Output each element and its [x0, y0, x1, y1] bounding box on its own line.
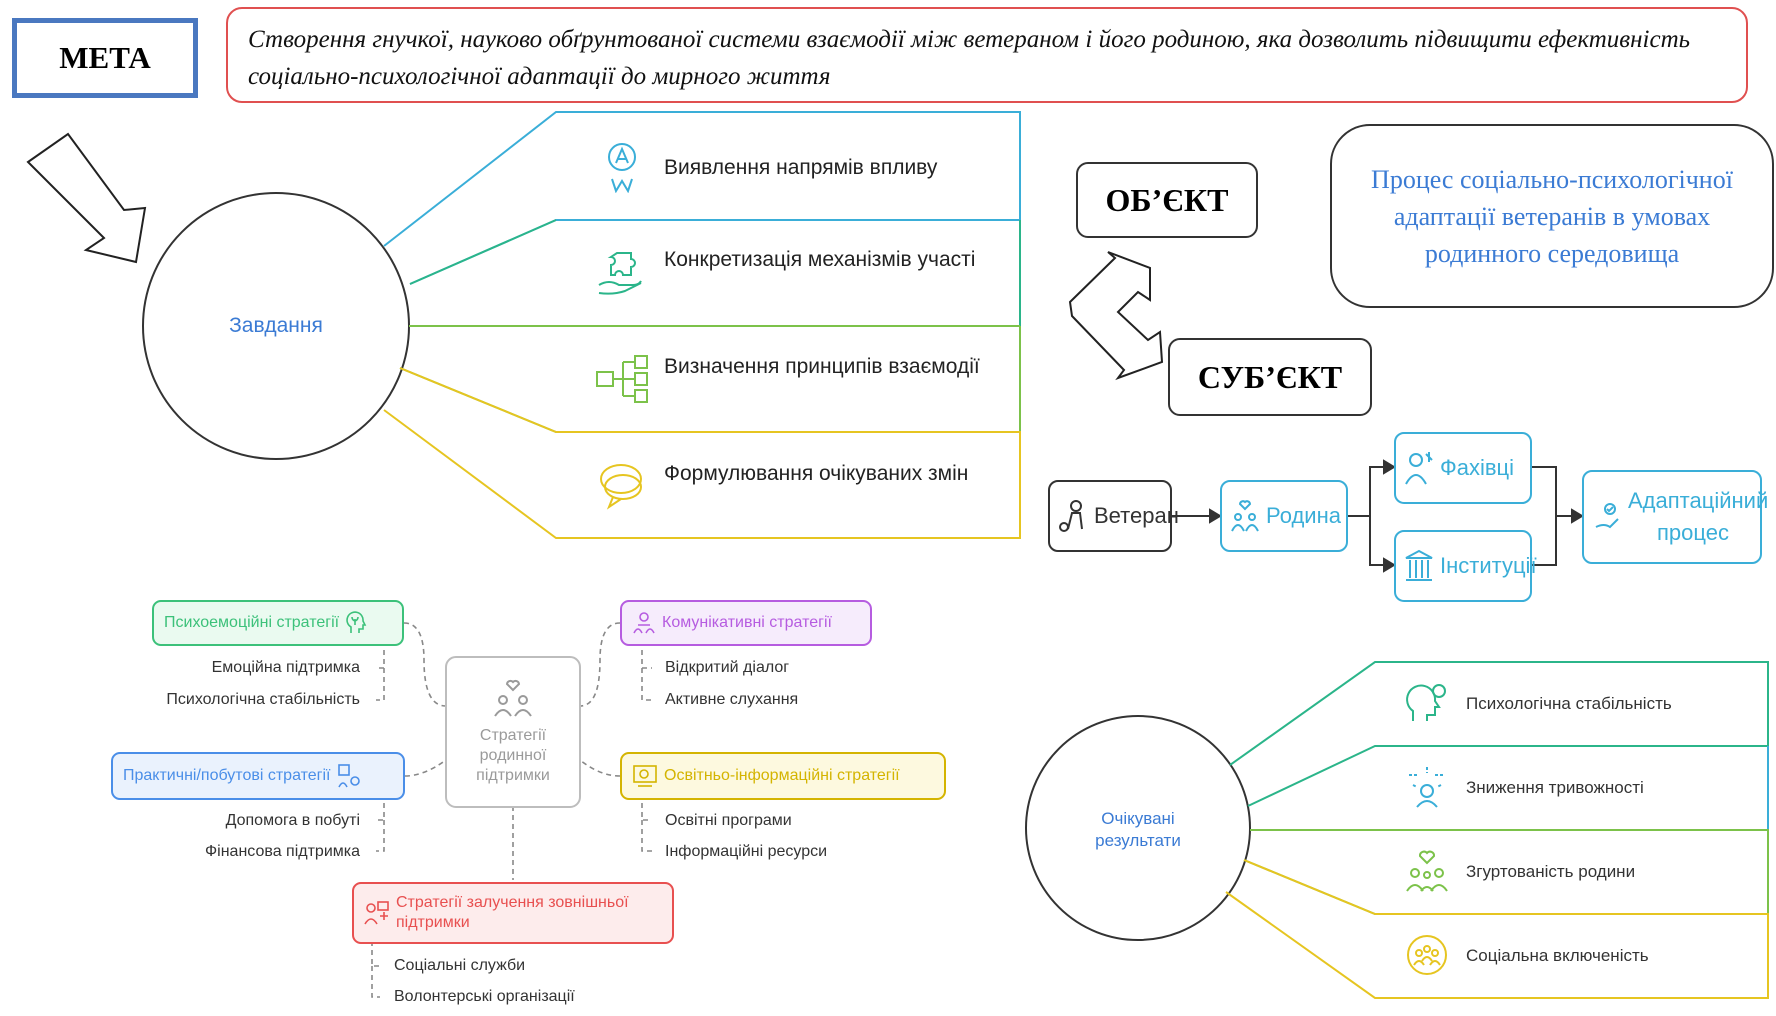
strategy-communicative-item-2: Активне слухання	[665, 691, 799, 708]
strategy-practical-title: Практичні/побутові стратегії	[123, 767, 331, 784]
strategies-center-box	[445, 656, 581, 808]
result-label-1: Психологічна стабільність	[1466, 694, 1672, 713]
result-label-4: Соціальна включеність	[1466, 946, 1649, 965]
family-icon	[1230, 499, 1260, 533]
specialists-icon	[1404, 450, 1434, 486]
strategy-psychoemotional: Психоемоційні стратегії	[152, 600, 404, 646]
strategy-educational-title: Освітньо-інформаційні стратегії	[664, 767, 900, 784]
strategy-educational-item-1: Освітні програми	[665, 812, 792, 829]
flow-institutions: Інституції	[1394, 530, 1537, 602]
task-label-2: Конкретизація механізмів участі	[664, 248, 976, 271]
flow-family-label: Родина	[1266, 503, 1341, 528]
object-label: ОБ’ЄКТ	[1076, 162, 1258, 238]
tasks-center-label: Завдання	[229, 314, 323, 337]
task-label-4: Формулювання очікуваних змін	[664, 462, 969, 485]
strategies-center-label: Стратегії родинної підтримки	[476, 727, 550, 784]
flow-specialists-label: Фахівці	[1440, 455, 1515, 480]
result-band-1	[1229, 661, 1769, 807]
flow-adaptation-label: Адаптаційний процес	[1628, 488, 1769, 545]
strategies-center: Стратегії родинної підтримки	[446, 657, 580, 807]
strategy-psychoemotional-item-2: Психологічна стабільність	[166, 691, 360, 708]
household-icon	[337, 763, 361, 789]
support-group-icon	[491, 678, 535, 718]
head-plant-icon	[345, 611, 367, 635]
result-label-2: Зниження тривожності	[1466, 778, 1644, 797]
goal-text: Створення гнучкої, науково обґрунтованої…	[226, 7, 1748, 103]
family-heart-icon	[1404, 848, 1450, 894]
communication-icon	[632, 611, 656, 635]
results-circle	[1025, 715, 1251, 941]
flow-veteran: Ветеран	[1048, 480, 1179, 552]
education-icon	[632, 764, 658, 788]
strategy-external-support-item-1: Соціальні служби	[394, 957, 526, 974]
task-label-1: Виявлення напрямів впливу	[664, 156, 938, 179]
flow-specialists: Фахівці	[1394, 432, 1532, 504]
flow-family: Родина	[1220, 480, 1348, 552]
speech-bubbles-icon	[596, 458, 650, 512]
compass-icon	[600, 140, 644, 194]
task-label-3: Визначення принципів взаємодії	[664, 355, 980, 378]
result-band-4	[1225, 859, 1769, 999]
strategy-practical: Практичні/побутові стратегії	[111, 752, 405, 800]
flow-veteran-label: Ветеран	[1094, 503, 1179, 528]
result-label-3: Згуртованість родини	[1466, 862, 1636, 881]
task-band-2-top	[409, 219, 557, 285]
object-description: Процес соціально-психологічної адаптації…	[1330, 124, 1774, 308]
veteran-icon	[1058, 499, 1088, 533]
adaptation-icon	[1592, 499, 1622, 535]
strategy-external-support-item-2: Волонтерські організації	[394, 988, 575, 1005]
inclusion-icon	[1404, 932, 1450, 978]
strategy-educational: Освітньо-інформаційні стратегії	[620, 752, 946, 800]
mind-icon	[1404, 680, 1450, 726]
hand-puzzle-icon	[594, 246, 648, 300]
calm-icon	[1404, 764, 1450, 810]
strategy-communicative-title: Комунікативні стратегії	[662, 614, 832, 631]
subject-label: СУБ’ЄКТ	[1168, 338, 1372, 416]
strategy-practical-item-2: Фінансова підтримка	[205, 843, 360, 860]
strategy-educational-item-2: Інформаційні ресурси	[665, 843, 828, 860]
strategy-practical-item-1: Допомога в побуті	[225, 812, 360, 829]
flow-adaptation: Адаптаційний процес	[1582, 470, 1769, 564]
flow-institutions-label: Інституції	[1440, 553, 1537, 578]
task-band-4	[383, 367, 1021, 539]
goal-label: МЕТА	[12, 18, 198, 98]
object-subject-arrow	[1068, 251, 1164, 381]
task-band-2	[409, 220, 1021, 327]
strategy-external-support-title: Стратегії залучення зовнішньої підтримки	[396, 894, 629, 931]
strategy-connectors	[371, 622, 652, 998]
strategy-communicative-item-1: Відкритий діалог	[665, 659, 790, 676]
strategy-psychoemotional-item-1: Емоційна підтримка	[211, 659, 360, 676]
external-support-icon	[364, 900, 390, 926]
strategy-psychoemotional-title: Психоемоційні стратегії	[164, 614, 340, 631]
flow-connectors	[1172, 459, 1584, 573]
institution-icon	[1404, 548, 1434, 584]
strategy-communicative: Комунікативні стратегії	[620, 600, 872, 646]
results-center-label: Очікувані результати	[1095, 809, 1181, 850]
strategy-external-support: Стратегії залучення зовнішньої підтримки	[352, 882, 674, 944]
pointer-arrow	[26, 132, 147, 264]
flowchart-icon	[594, 352, 650, 406]
